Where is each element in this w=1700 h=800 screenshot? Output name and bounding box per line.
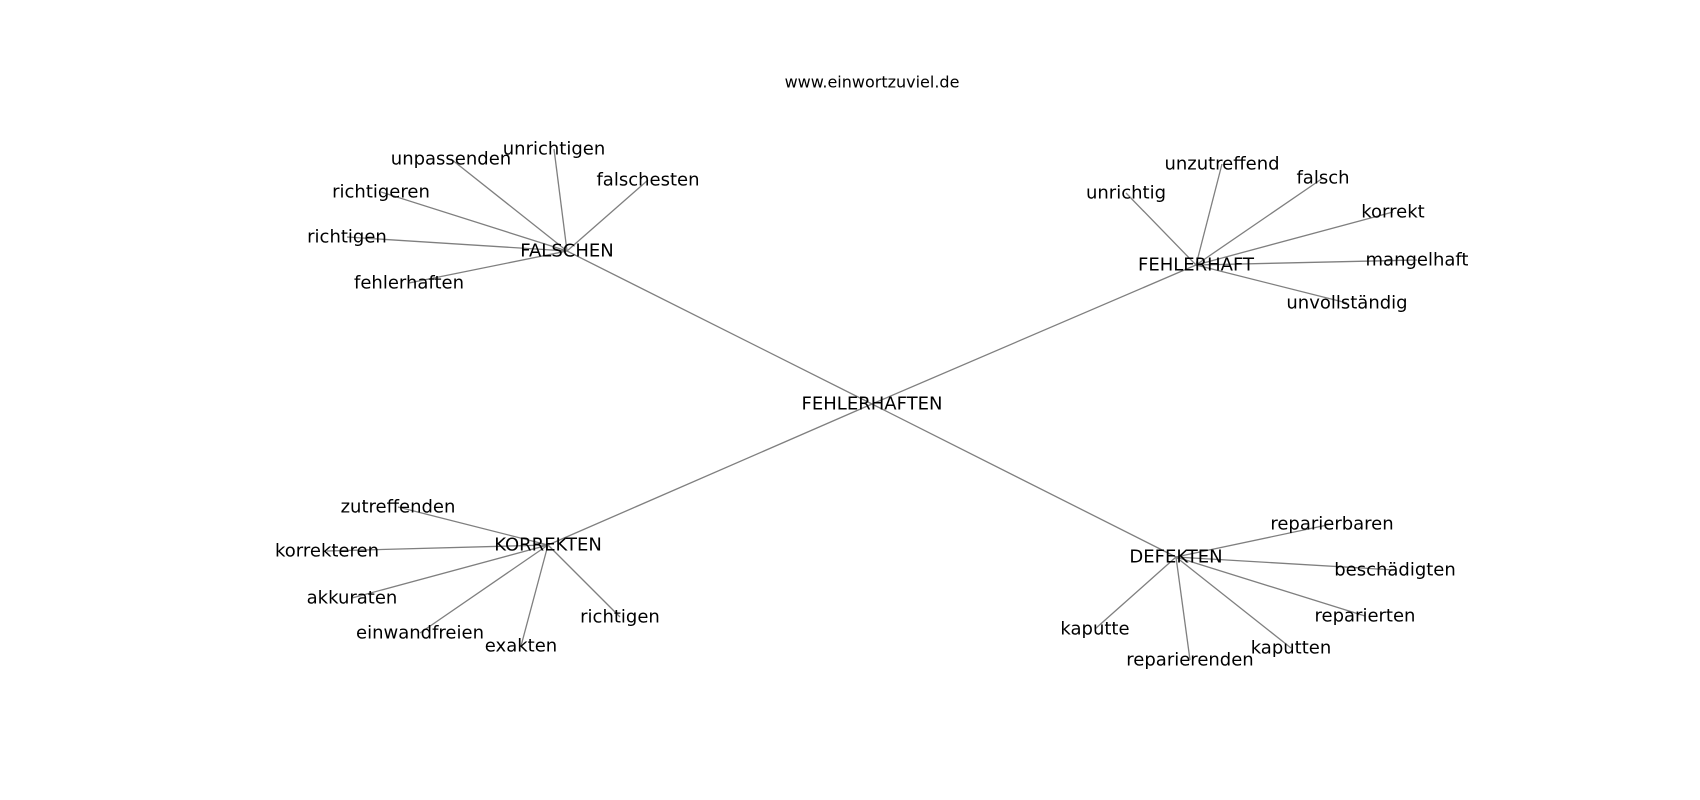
- hub-leaf-edge: [450, 158, 568, 252]
- hub-leaf-edge: [1195, 177, 1324, 266]
- leaf-node: unrichtig: [1086, 183, 1166, 204]
- root-hub-edge: [566, 250, 873, 405]
- leaf-node: akkuraten: [307, 588, 398, 609]
- hub-leaf-edge: [553, 148, 568, 252]
- root-hub-edge: [547, 403, 873, 546]
- leaf-node: unzutreffend: [1164, 154, 1279, 175]
- leaf-node: richtigen: [580, 607, 660, 628]
- hub-leaf-edge: [1175, 523, 1333, 558]
- leaf-node: reparierenden: [1126, 650, 1253, 671]
- hub-leaf-edge: [1175, 556, 1191, 661]
- hub-node: FALSCHEN: [520, 241, 613, 262]
- hub-leaf-edge: [408, 250, 568, 284]
- hub-leaf-edge: [351, 544, 549, 599]
- hub-leaf-edge: [1195, 163, 1223, 266]
- leaf-node: falschesten: [596, 170, 699, 191]
- hub-leaf-edge: [1195, 259, 1418, 266]
- hub-leaf-edge: [1175, 556, 1396, 571]
- root-hub-edge: [871, 264, 1197, 405]
- graph-nodes: FEHLERHAFTENFALSCHENunpassendenunrichtig…: [275, 139, 1469, 671]
- hub-leaf-edge: [1195, 264, 1348, 304]
- leaf-node: einwandfreien: [356, 623, 484, 644]
- graph-edges: [326, 148, 1418, 661]
- site-url-label: www.einwortzuviel.de: [785, 73, 960, 92]
- hub-node: DEFEKTEN: [1129, 547, 1222, 568]
- hub-leaf-edge: [1094, 556, 1177, 630]
- leaf-node: beschädigten: [1334, 560, 1456, 581]
- root-hub-edge: [871, 403, 1177, 558]
- leaf-node: reparierten: [1315, 606, 1416, 627]
- hub-leaf-edge: [566, 179, 649, 252]
- hub-leaf-edge: [346, 236, 568, 252]
- leaf-node: richtigen: [307, 227, 387, 248]
- leaf-node: reparierbaren: [1270, 514, 1393, 535]
- hub-leaf-edge: [520, 544, 549, 647]
- hub-leaf-edge: [1175, 556, 1366, 617]
- leaf-node: kaputte: [1060, 619, 1129, 640]
- hub-leaf-edge: [419, 544, 549, 634]
- root-node: FEHLERHAFTEN: [802, 394, 943, 415]
- leaf-node: korrekteren: [275, 541, 379, 562]
- leaf-node: zutreffenden: [341, 497, 456, 518]
- leaf-node: fehlerhaften: [354, 273, 464, 294]
- hub-leaf-edge: [397, 506, 549, 546]
- leaf-node: unvollständig: [1286, 293, 1407, 314]
- leaf-node: unpassenden: [391, 149, 511, 170]
- leaf-node: exakten: [485, 636, 557, 657]
- leaf-node: korrekt: [1361, 202, 1424, 223]
- hub-leaf-edge: [1195, 211, 1394, 266]
- hub-node: FEHLERHAFT: [1138, 255, 1255, 276]
- hub-leaf-edge: [380, 191, 568, 252]
- leaf-node: richtigeren: [332, 182, 430, 203]
- leaf-node: unrichtigen: [503, 139, 606, 160]
- leaf-node: kaputten: [1251, 638, 1332, 659]
- hub-leaf-edge: [1125, 192, 1197, 266]
- hub-leaf-edge: [547, 544, 621, 618]
- hub-leaf-edge: [1175, 556, 1292, 649]
- leaf-node: falsch: [1296, 168, 1349, 189]
- hub-node: KORREKTEN: [494, 535, 602, 556]
- hub-leaf-edge: [326, 544, 549, 552]
- leaf-node: mangelhaft: [1366, 250, 1469, 271]
